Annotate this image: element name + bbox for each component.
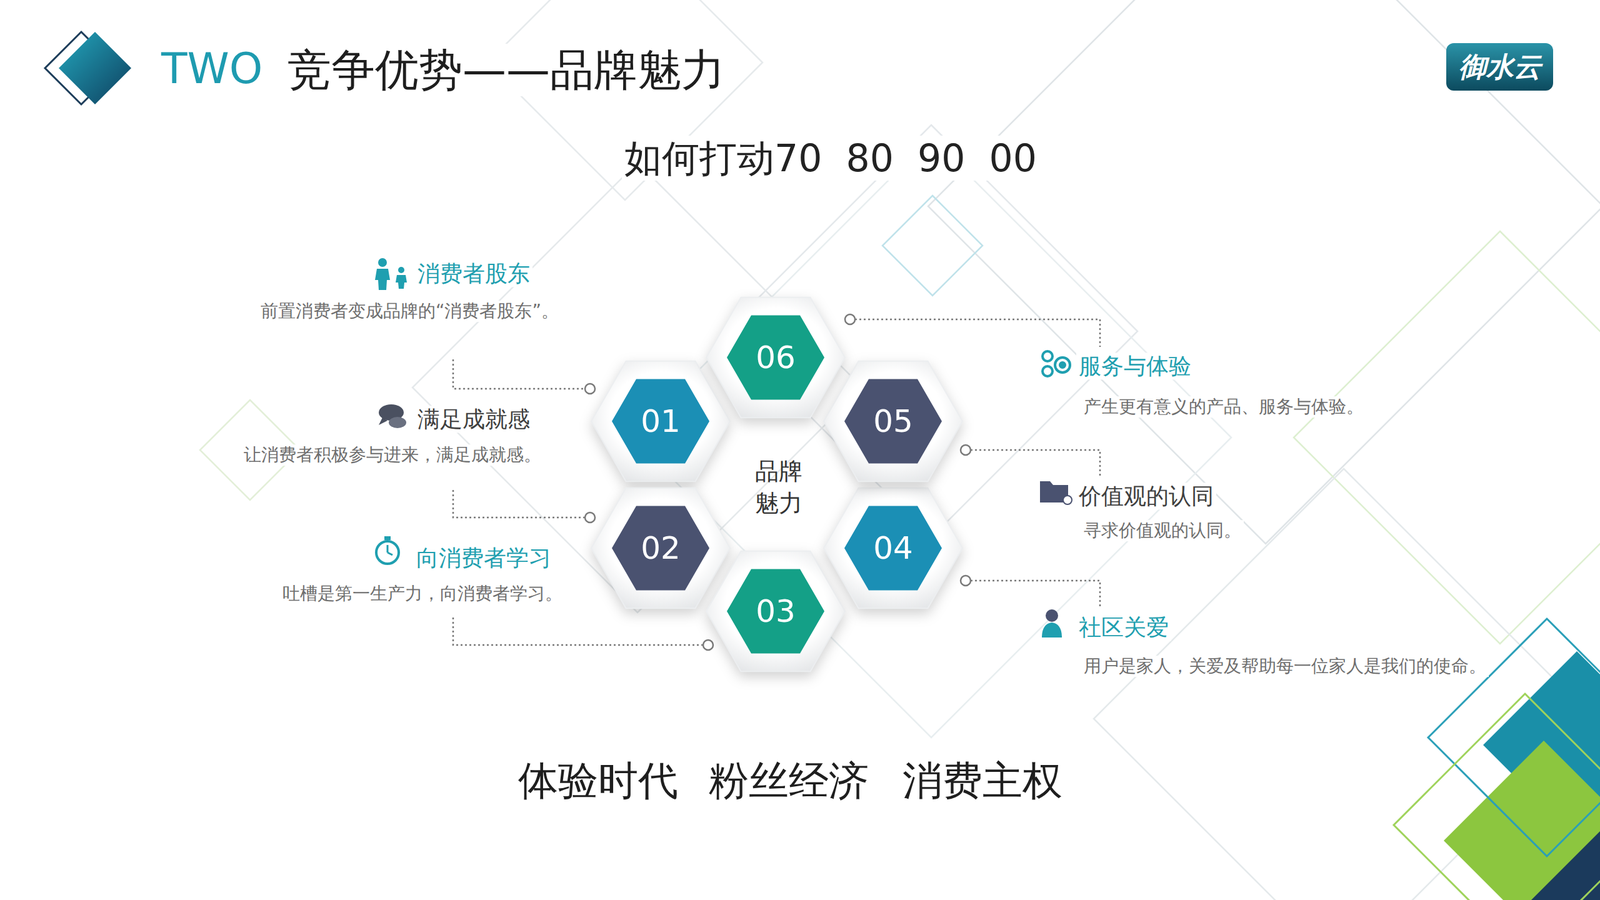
leader-dot xyxy=(585,383,595,394)
leader-line xyxy=(970,580,1100,609)
leader-dot xyxy=(845,314,855,325)
callout-body: 让消费者积极参与进来，满足成就感。 xyxy=(241,444,544,466)
logo-badge xyxy=(1446,43,1554,91)
leader-line xyxy=(453,490,585,518)
people-icon xyxy=(375,258,407,290)
hexagon-number: 05 xyxy=(821,358,965,484)
callout-heading: 满足成就感 xyxy=(415,405,533,433)
leader-line xyxy=(855,319,1100,347)
hexagon-number: 01 xyxy=(588,358,733,484)
chat-icon xyxy=(378,404,407,429)
callout-heading: 消费者股东 xyxy=(415,260,533,287)
leader-dot xyxy=(960,445,971,455)
person-icon xyxy=(1041,609,1062,638)
corner-outline xyxy=(1428,618,1600,857)
hexagon-node: 04 xyxy=(821,485,965,611)
callout-body: 寻求价值观的认同。 xyxy=(1081,520,1244,542)
corner-triangle xyxy=(1531,831,1600,900)
folder-icon xyxy=(1040,481,1072,505)
stopwatch-icon xyxy=(376,536,399,564)
callout-body: 用户是家人，关爱及帮助每一位家人是我们的使命。 xyxy=(1081,655,1489,677)
hexagon-number: 03 xyxy=(703,548,848,674)
background-diamond xyxy=(928,0,1600,544)
callout-heading: 向消费者学习 xyxy=(413,544,554,572)
keyword: 粉丝经济 xyxy=(706,756,872,805)
background-diamond xyxy=(725,125,1138,538)
callout-heading: 社区关爱 xyxy=(1076,613,1172,641)
hexagon-node: 05 xyxy=(821,358,965,484)
hexagon-node: 01 xyxy=(588,358,733,484)
callout-body: 吐槽是第一生产力，向消费者学习。 xyxy=(280,583,565,605)
hexagon-node: 03 xyxy=(703,548,848,674)
leader-dot xyxy=(703,640,714,650)
background-diamond xyxy=(882,195,983,296)
keyword: 体验时代 xyxy=(515,756,681,805)
hexagon-number: 02 xyxy=(588,485,733,611)
callout-body: 前置消费者变成品牌的“消费者股东”。 xyxy=(258,300,562,322)
hexagon-node: 06 xyxy=(703,295,848,420)
callout-heading: 服务与体验 xyxy=(1076,352,1194,380)
background-diamond xyxy=(1293,231,1600,644)
title-icon xyxy=(58,31,132,105)
background-diamonds xyxy=(200,0,1600,900)
callout-heading: 价值观的认同 xyxy=(1076,482,1217,510)
hexagon-number: 04 xyxy=(821,485,965,611)
center-label: 品牌魅力 xyxy=(755,455,803,520)
callout-body: 产生更有意义的产品、服务与体验。 xyxy=(1081,396,1367,418)
leader-dot xyxy=(960,575,971,586)
background-diamond xyxy=(412,162,863,613)
hexagon-number: 06 xyxy=(703,295,848,420)
hexagon-node: 02 xyxy=(588,485,733,611)
logo-text: 御水云 xyxy=(1456,50,1544,84)
subtitle: 如何打动70 80 90 00 xyxy=(621,135,1040,181)
corner-outline xyxy=(1393,693,1600,900)
keyword: 消费主权 xyxy=(900,756,1065,805)
corner-diamond xyxy=(1443,740,1600,900)
leader-dot xyxy=(585,512,595,523)
leader-line xyxy=(453,359,585,389)
leader-line xyxy=(970,450,1100,478)
section-number: TWO xyxy=(158,43,265,95)
leader-line xyxy=(453,617,704,645)
gears-icon xyxy=(1042,351,1070,377)
slide-title: 竞争优势——品牌魅力 xyxy=(285,43,728,97)
